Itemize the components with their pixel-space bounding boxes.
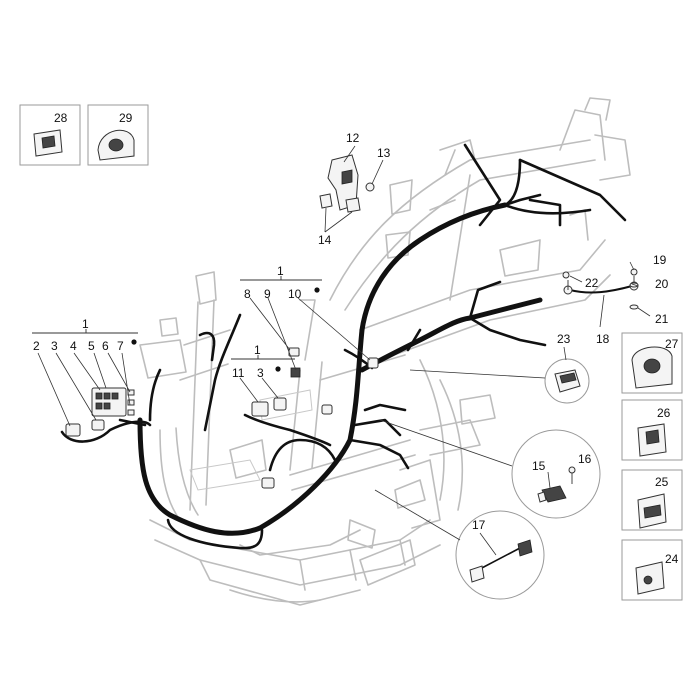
- callout-9: 9: [264, 287, 271, 301]
- connector-2: [65, 423, 81, 437]
- callout-23: 23: [557, 332, 571, 346]
- harness-parts: [65, 154, 639, 489]
- callout-15: 15: [532, 459, 546, 473]
- clip-14b: [345, 197, 361, 213]
- callout-11: 11: [232, 366, 245, 380]
- callout-26: 26: [657, 406, 671, 420]
- fuse-box: [91, 387, 127, 417]
- callout-1-left: 1: [82, 317, 89, 331]
- box-24: [621, 539, 683, 601]
- detail-circle-23: [409, 358, 590, 404]
- scooter-frame: [139, 97, 631, 606]
- connector-3b: [273, 397, 287, 411]
- box-26: [621, 399, 683, 461]
- bullet-dot-2: [314, 287, 320, 293]
- callout-1-middle: 1: [277, 264, 284, 278]
- callout-18: 18: [596, 332, 610, 346]
- screw-22: [562, 271, 570, 279]
- callout-17: 17: [472, 518, 486, 532]
- box-27: [621, 332, 683, 394]
- callout-20: 20: [655, 277, 669, 291]
- callout-25: 25: [655, 475, 669, 489]
- callout-19: 19: [653, 253, 667, 267]
- callout-3-lower: 3: [257, 366, 264, 380]
- clip-14a: [319, 193, 333, 209]
- box-29: [87, 104, 149, 166]
- relay-11: [251, 401, 269, 417]
- callout-8: 8: [244, 287, 251, 301]
- bullet-dot-1: [131, 339, 137, 345]
- callout-22: 22: [585, 276, 599, 290]
- callout-7: 7: [117, 339, 124, 353]
- callout-12: 12: [346, 131, 360, 145]
- detail-circle-17: [374, 489, 545, 600]
- callout-29: 29: [119, 111, 133, 125]
- detail-circle-15-16: [379, 419, 601, 519]
- oxygen-sensor-17: [469, 565, 485, 583]
- callout-leaders: [32, 145, 651, 556]
- callout-24: 24: [665, 552, 679, 566]
- screw-16: [568, 466, 576, 474]
- callout-1-lower: 1: [254, 343, 261, 357]
- box-28: [19, 104, 81, 166]
- callout-10: 10: [288, 287, 302, 301]
- callout-4: 4: [70, 339, 77, 353]
- callout-numbers: 1 2 3 4 5 6 7 1 8 9 10 1 11 3 12 13 14 1…: [33, 111, 679, 566]
- callout-2: 2: [33, 339, 40, 353]
- screw-19: [630, 268, 638, 276]
- callout-14: 14: [318, 233, 332, 247]
- callout-6: 6: [102, 339, 109, 353]
- connector-10: [367, 357, 379, 369]
- main-wiring-harness: [60, 143, 627, 550]
- callout-21: 21: [655, 312, 669, 326]
- screw-13: [365, 182, 375, 192]
- callout-5: 5: [88, 339, 95, 353]
- callout-28: 28: [54, 111, 68, 125]
- nut-21: [629, 304, 639, 310]
- callout-27: 27: [665, 337, 679, 351]
- callout-3: 3: [51, 339, 58, 353]
- callout-13: 13: [377, 146, 391, 160]
- bullet-dot-3: [275, 366, 281, 372]
- box-25: [621, 469, 683, 531]
- callout-16: 16: [578, 452, 592, 466]
- connector-3: [91, 419, 105, 431]
